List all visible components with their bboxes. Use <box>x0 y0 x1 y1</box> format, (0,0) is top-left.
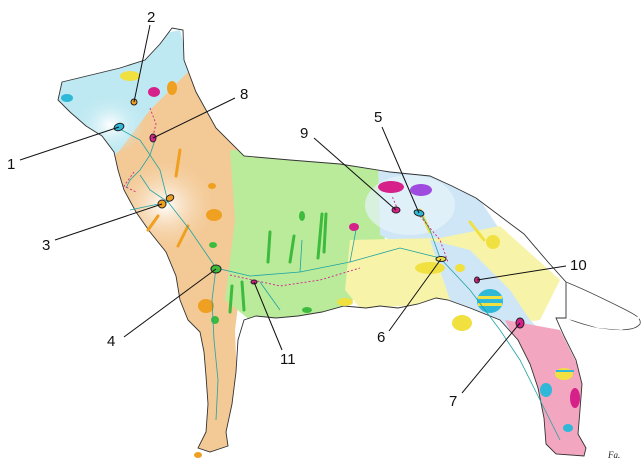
callout-10: 10 <box>570 257 587 274</box>
callout-2: 2 <box>147 9 155 26</box>
callout-5: 5 <box>374 109 382 126</box>
callout-4: 4 <box>107 333 115 350</box>
callout-7: 7 <box>449 393 457 410</box>
callout-1: 1 <box>7 156 15 173</box>
leader-7 <box>462 323 520 393</box>
callout-3: 3 <box>42 237 50 254</box>
callout-8: 8 <box>240 86 248 103</box>
callout-6: 6 <box>377 329 385 346</box>
leader-1 <box>20 127 119 160</box>
callout-9: 9 <box>300 125 308 142</box>
artist-signature: Fa. <box>607 450 620 460</box>
callout-11: 11 <box>280 351 296 368</box>
